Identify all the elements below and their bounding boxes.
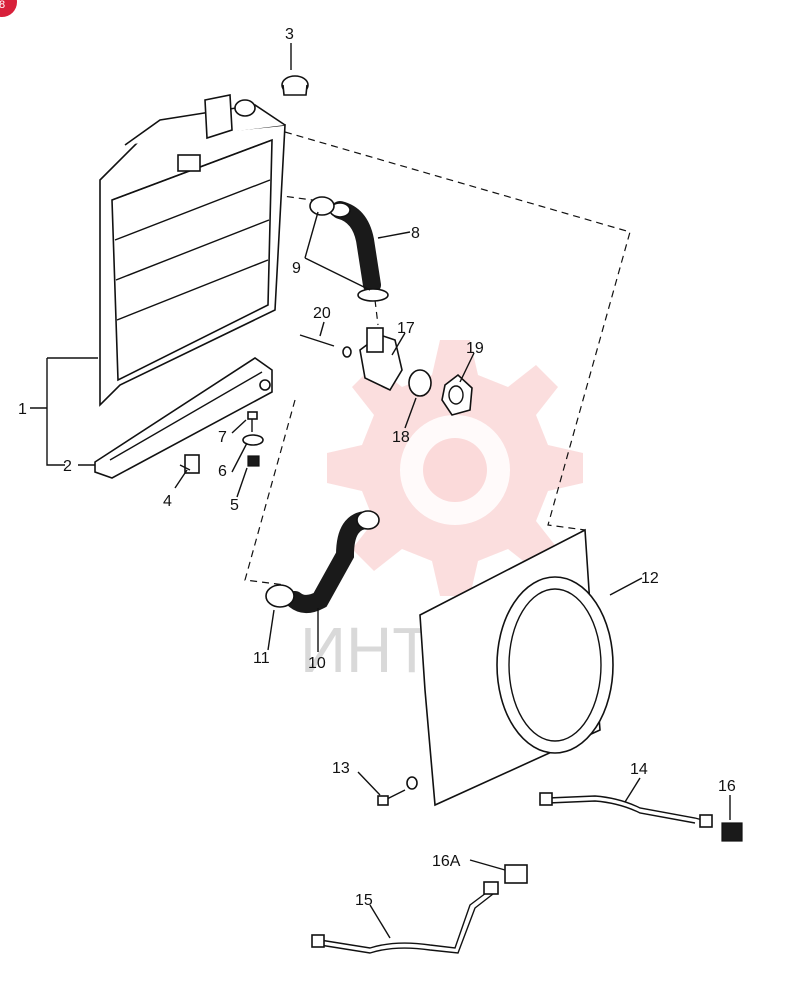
callout-1: 1: [18, 401, 27, 418]
upper-hose: [329, 201, 381, 294]
thermostat: [408, 369, 432, 397]
callout-13: 13: [332, 760, 350, 777]
corner-badge: 8: [0, 0, 17, 17]
callout-11: 11: [253, 650, 270, 667]
callout-2: 2: [63, 458, 72, 475]
callout-3: 3: [285, 26, 294, 43]
callout-4: 4: [163, 493, 172, 510]
radiator-cap: [281, 75, 309, 96]
callout-16a: 16A: [432, 853, 461, 870]
callout-8: 8: [411, 225, 420, 242]
pipe-fitting-16a: [483, 864, 528, 895]
overflow-pipe: [539, 792, 713, 828]
callout-9: 9: [292, 260, 301, 277]
callout-15: 15: [355, 892, 373, 909]
callout-5: 5: [230, 497, 239, 514]
callout-16: 16: [718, 778, 736, 795]
pipe-fitting-16: [721, 822, 743, 842]
callout-17: 17: [397, 320, 415, 337]
drain-pipe: [311, 889, 494, 954]
hose-clamp-lower: [265, 584, 295, 608]
callout-18: 18: [392, 429, 410, 446]
callout-19: 19: [466, 340, 484, 357]
lower-hose: [286, 510, 380, 613]
shroud-bolt: [377, 776, 418, 806]
callout-12: 12: [641, 570, 659, 587]
leader-lines: [30, 43, 731, 939]
thermostat-gasket: [441, 373, 473, 416]
thermostat-housing: [359, 327, 403, 392]
callout-20: 20: [313, 305, 331, 322]
mounting-hardware: [242, 411, 264, 467]
callout-14: 14: [630, 761, 648, 778]
callout-labels: 1 2 3 4 5 6 7 8 9 10 11 12 13 14 15 16 1…: [18, 26, 736, 909]
fan-shroud: [419, 528, 614, 807]
corner-badge-text: 8: [0, 0, 5, 11]
stud: [299, 334, 352, 358]
callout-10: 10: [308, 655, 326, 672]
radiator-assembly: [99, 94, 286, 407]
hose-clamps-upper: [309, 196, 389, 302]
drain-cock: [179, 454, 200, 474]
callout-6: 6: [218, 463, 227, 480]
callout-7: 7: [218, 429, 227, 446]
bottom-tank: [94, 357, 273, 479]
